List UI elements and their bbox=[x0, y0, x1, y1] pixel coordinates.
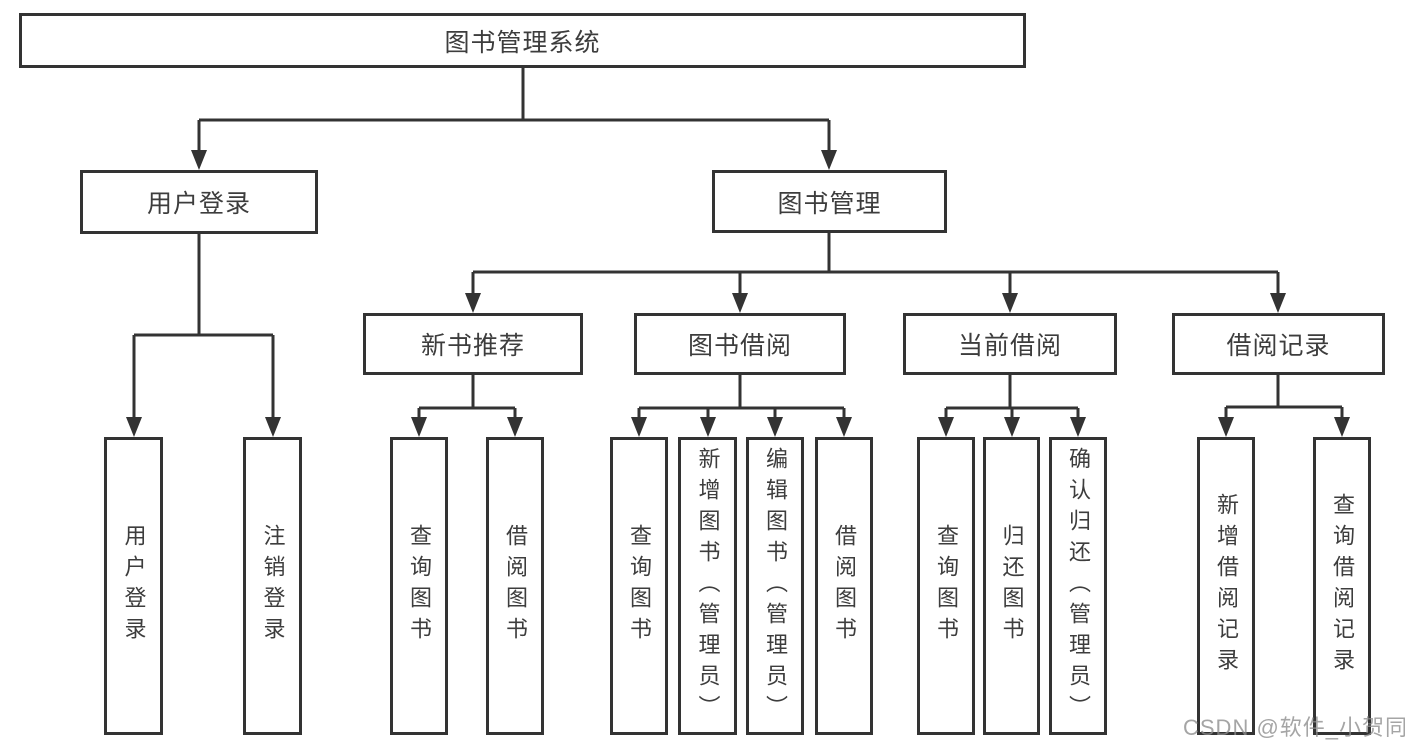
leaf-add-books-admin-label: 新增图书（管理员） bbox=[695, 446, 721, 726]
leaf-edit-books-admin-label: 编辑图书（管理员） bbox=[763, 446, 788, 726]
leaf-query-borrow-record: 查询借阅记录 bbox=[1313, 437, 1371, 735]
leaf-logout-label: 注销登录 bbox=[260, 524, 286, 648]
csdn-watermark: CSDN @软件_小贺同学 bbox=[1183, 715, 1405, 740]
leaf-query-books-recommend-label: 查询图书 bbox=[407, 524, 432, 648]
leaf-borrow-books-label: 借阅图书 bbox=[832, 524, 857, 648]
leaf-add-borrow-record-label: 新增借阅记录 bbox=[1214, 493, 1239, 679]
leaf-query-borrow-record-label: 查询借阅记录 bbox=[1330, 493, 1355, 679]
leaf-user-login-label: 用户登录 bbox=[121, 524, 147, 648]
leaf-return-books: 归还图书 bbox=[983, 437, 1040, 735]
leaf-query-books-recommend: 查询图书 bbox=[390, 437, 448, 735]
leaf-confirm-return-admin: 确认归还（管理员） bbox=[1049, 437, 1107, 735]
node-borrow-records: 借阅记录 bbox=[1172, 313, 1385, 375]
leaf-borrow-books: 借阅图书 bbox=[815, 437, 873, 735]
leaf-query-books-current: 查询图书 bbox=[917, 437, 975, 735]
node-current-borrow: 当前借阅 bbox=[903, 313, 1117, 375]
leaf-logout: 注销登录 bbox=[243, 437, 302, 735]
node-book-management: 图书管理 bbox=[712, 170, 947, 233]
node-user-login: 用户登录 bbox=[80, 170, 318, 234]
leaf-borrow-books-recommend-label: 借阅图书 bbox=[503, 524, 528, 648]
leaf-confirm-return-admin-label: 确认归还（管理员） bbox=[1066, 446, 1091, 726]
node-library-system: 图书管理系统 bbox=[19, 13, 1026, 68]
leaf-user-login: 用户登录 bbox=[104, 437, 163, 735]
node-new-book-recommend: 新书推荐 bbox=[363, 313, 583, 375]
leaf-edit-books-admin: 编辑图书（管理员） bbox=[746, 437, 804, 735]
arrowheads bbox=[126, 150, 1350, 437]
leaf-query-books-borrow: 查询图书 bbox=[610, 437, 668, 735]
leaf-query-books-borrow-label: 查询图书 bbox=[627, 524, 652, 648]
leaf-add-books-admin: 新增图书（管理员） bbox=[678, 437, 737, 735]
leaf-return-books-label: 归还图书 bbox=[999, 524, 1025, 648]
leaf-borrow-books-recommend: 借阅图书 bbox=[486, 437, 544, 735]
leaf-add-borrow-record: 新增借阅记录 bbox=[1197, 437, 1255, 735]
leaf-query-books-current-label: 查询图书 bbox=[934, 524, 959, 648]
node-book-borrow: 图书借阅 bbox=[634, 313, 846, 375]
